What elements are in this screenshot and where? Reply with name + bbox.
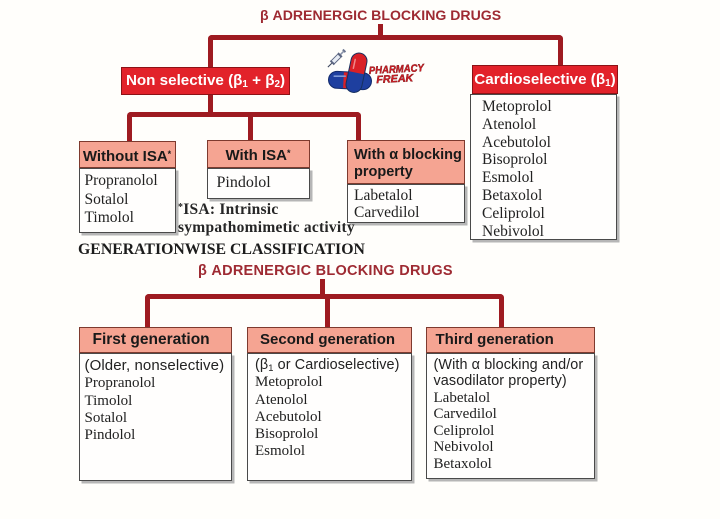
svg-text:FREAK: FREAK (376, 72, 415, 86)
svg-text:PHARMACY: PHARMACY (369, 62, 425, 77)
